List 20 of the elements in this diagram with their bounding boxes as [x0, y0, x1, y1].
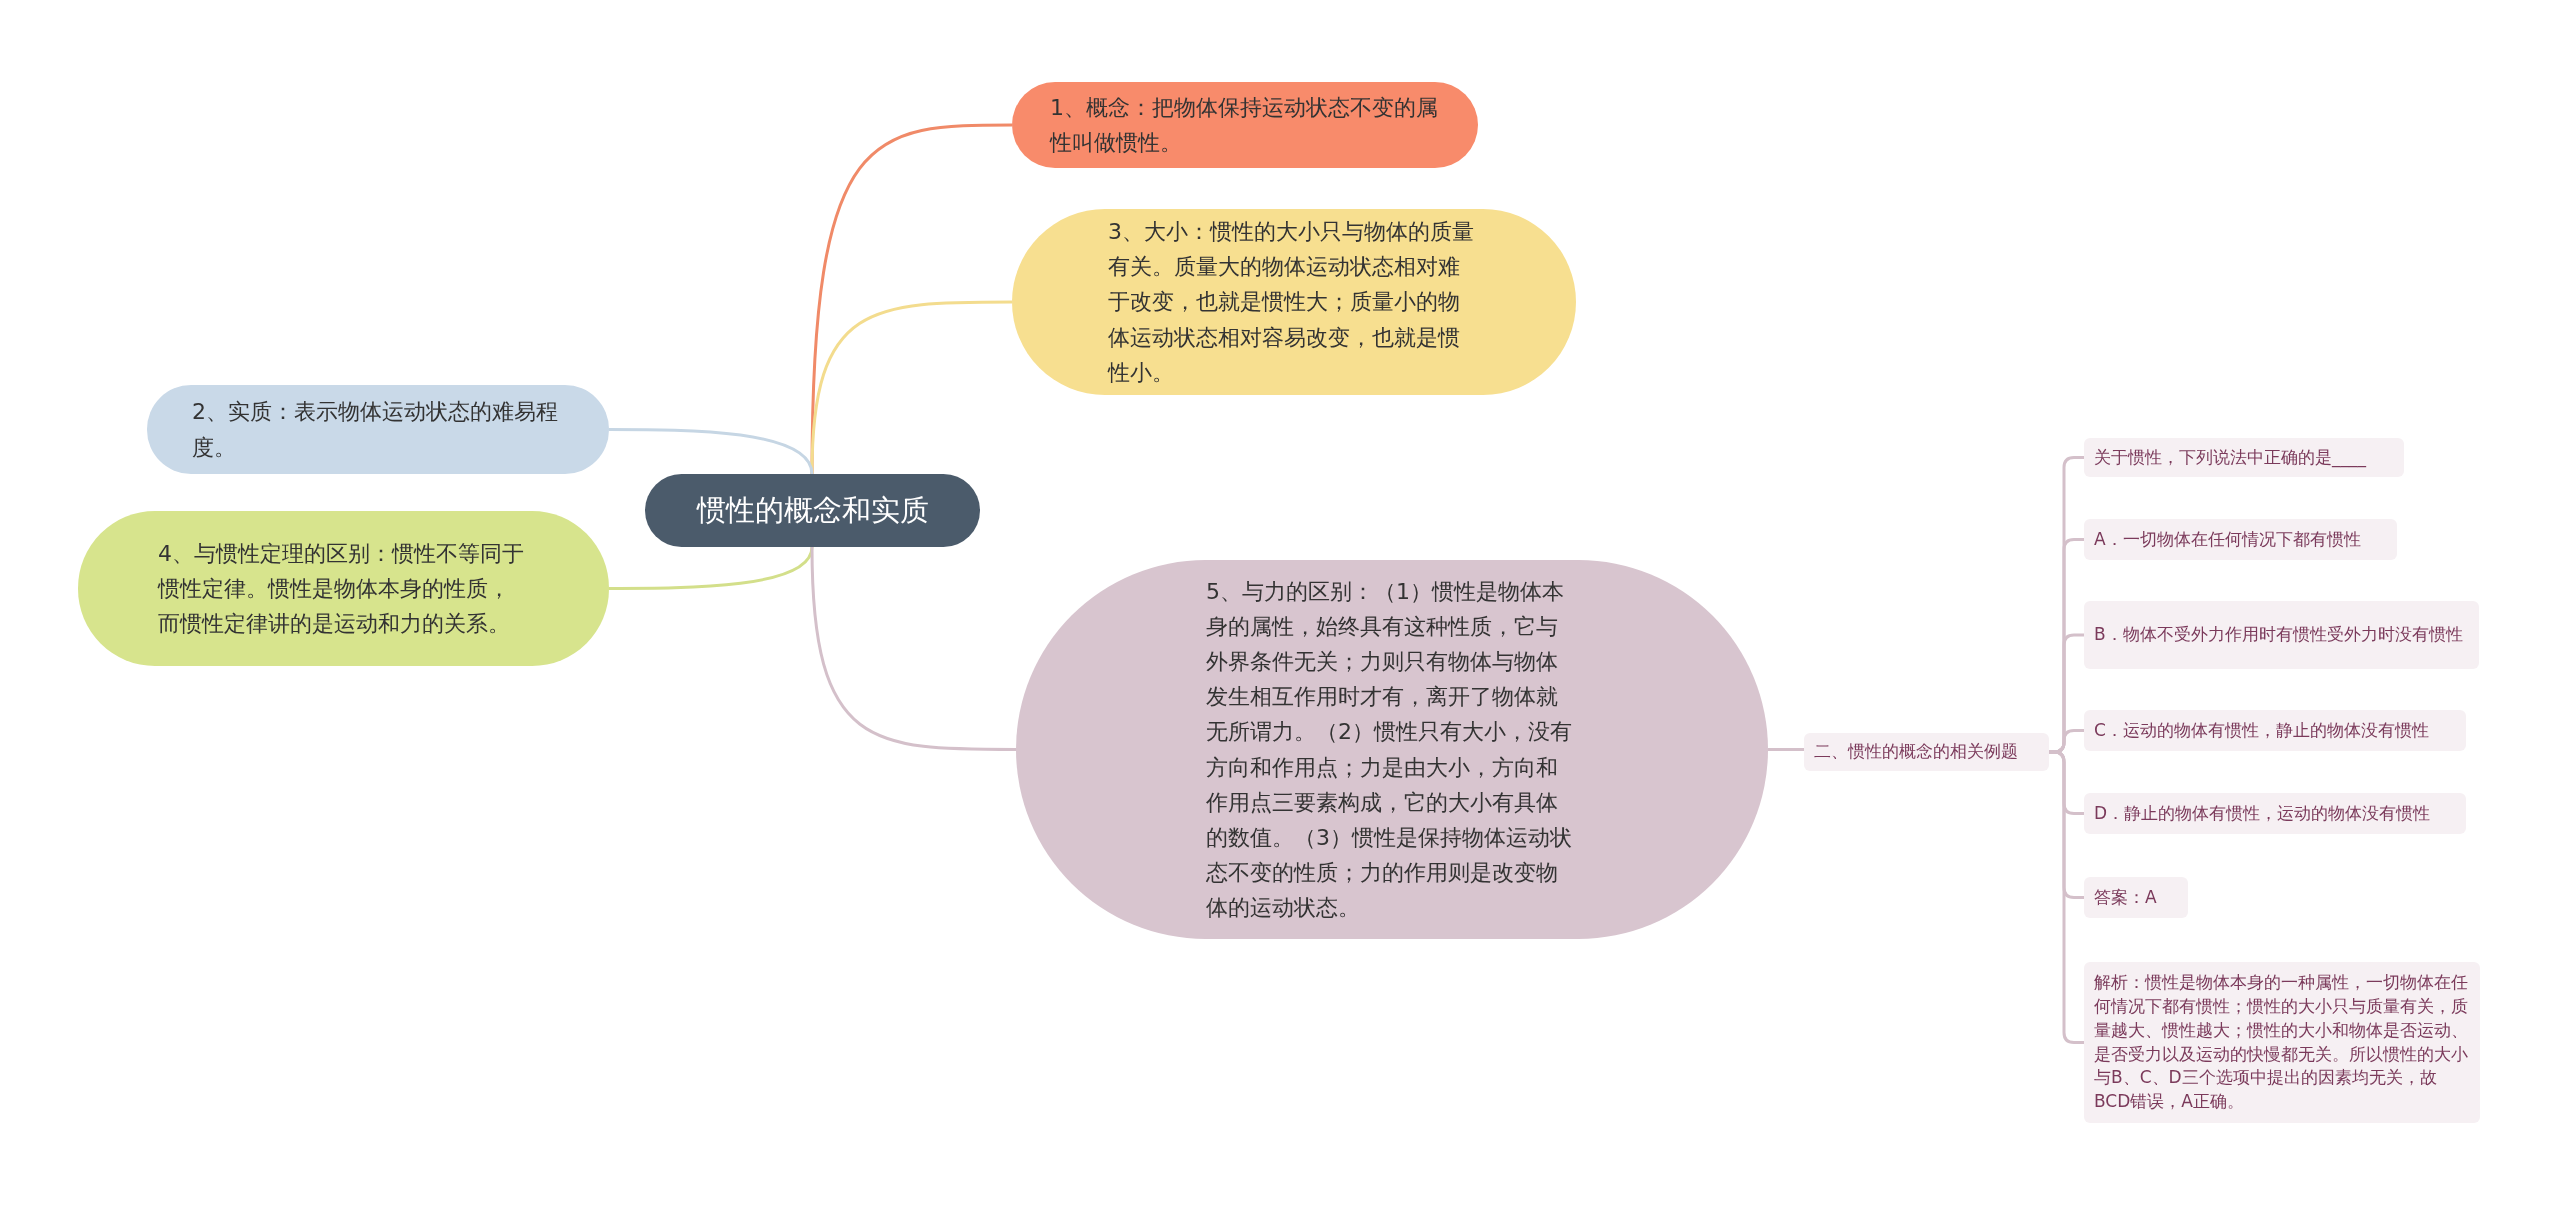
central-topic: 惯性的概念和实质: [645, 474, 980, 547]
subtopic-box: B．物体不受外力作用时有惯性受外力时没有惯性: [2084, 601, 2479, 669]
subtopic-box: 答案：A: [2084, 877, 2188, 918]
subtopic-box: D．静止的物体有惯性，运动的物体没有惯性: [2084, 793, 2466, 834]
connector-line: [810, 546, 1016, 751]
topic-bubble: 4、与惯性定理的区别：惯性不等同于惯性定律。惯性是物体本身的性质，而惯性定律讲的是运动和力的关系。: [78, 511, 609, 666]
subtopic-box: A．一切物体在任何情况下都有惯性: [2084, 519, 2397, 560]
subtopic-box: 关于惯性，下列说法中正确的是____: [2084, 438, 2404, 477]
subtopic-box: 解析：惯性是物体本身的一种属性，一切物体在任何情况下都有惯性；惯性的大小只与质量有关，质量越大、惯性越大；惯性的大小和物体是否运动、是否受力以及运动的快慢都无关。所以惯性的大小与B、C、D三个选项中提出的因素均无关，故BCD错误，A正确。: [2084, 962, 2480, 1123]
connector-line: [609, 428, 814, 475]
topic-bubble: 5、与力的区别：（1）惯性是物体本身的属性，始终具有这种性质，它与外界条件无关；力则只有物体与物体发生相互作用时才有，离开了物体就无所谓力。（2）惯性只有大小，没有方向和作用点；力是由大小，方向和作用点三要素构成，它的大小有具体的数值。（3）惯性是保持物体运动状态不变的性质；力的作用则是改变物体的运动状态。: [1016, 560, 1768, 939]
connector-line: [2049, 750, 2084, 1044]
subtopic-box: C．运动的物体有惯性，静止的物体没有惯性: [2084, 710, 2466, 751]
topic-bubble: 3、大小：惯性的大小只与物体的质量有关。质量大的物体运动状态相对难于改变，也就是惯性大；质量小的物体运动状态相对容易改变，也就是惯性小。: [1012, 209, 1576, 395]
connector-line: [810, 300, 1012, 475]
connector-line: [1768, 748, 1804, 751]
subtopic-box: 二、惯性的概念的相关例题: [1804, 733, 2049, 771]
topic-bubble: 1、概念：把物体保持运动状态不变的属性叫做惯性。: [1012, 82, 1478, 168]
topic-bubble: 2、实质：表示物体运动状态的难易程度。: [147, 385, 609, 474]
connector-line: [609, 546, 814, 590]
